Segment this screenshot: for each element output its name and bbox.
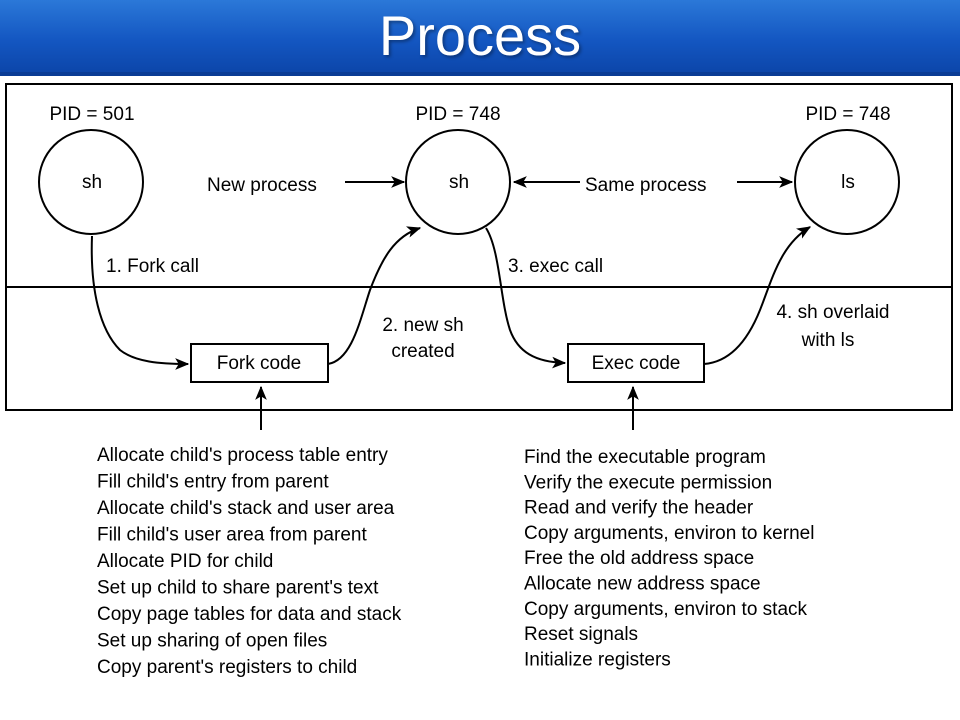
process-circle-1 [38,129,144,235]
fork-step-4: Fill child's user area from parent [97,525,367,546]
fork-step-6: Set up child to share parent's text [97,578,379,599]
pid-label-2: PID = 748 [415,104,500,125]
overlaid-label-1: 4. sh overlaid [776,302,889,323]
exec-step-1: Find the executable program [524,447,766,468]
exec-call-label: 3. exec call [508,256,603,277]
exec-step-9: Initialize registers [524,649,671,670]
new-process-label: New process [207,175,317,196]
fork-step-3: Allocate child's stack and user area [97,498,395,519]
exec-step-5: Free the old address space [524,548,754,569]
new-sh-label-2: created [391,341,454,362]
fork-call-label: 1. Fork call [106,256,199,277]
overlaid-label-2: with ls [801,330,855,351]
exec-step-2: Verify the execute permission [524,472,772,493]
exec-step-8: Reset signals [524,624,638,645]
pid-label-1: PID = 501 [49,104,134,125]
process-circle-3 [794,129,900,235]
fork-step-7: Copy page tables for data and stack [97,604,402,625]
exec-step-6: Allocate new address space [524,574,761,595]
process-name-2: sh [449,172,469,193]
exec-call-arrow [485,227,567,369]
fork-step-2: Fill child's entry from parent [97,472,329,493]
exec-code-label: Exec code [592,353,681,374]
slide-title: Process [378,4,582,67]
title-bar: Process [0,0,960,76]
overlaid-arrow [703,226,811,365]
process-name-1: sh [82,172,102,193]
fork-step-9: Copy parent's registers to child [97,657,357,678]
same-process-label: Same process [585,175,706,196]
exec-step-4: Copy arguments, environ to kernel [524,523,814,544]
fork-step-8: Set up sharing of open files [97,631,327,652]
diagram-frame [5,83,953,411]
process-name-3: ls [841,172,855,193]
new-sh-arrow [327,226,422,365]
exec-step-3: Read and verify the header [524,498,754,519]
fork-step-5: Allocate PID for child [97,551,273,572]
process-circle-2 [405,129,511,235]
fork-call-arrow [90,235,190,370]
exec-step-7: Copy arguments, environ to stack [524,599,808,620]
fork-code-box [190,343,329,383]
fork-code-label: Fork code [217,353,301,374]
fork-steps-list: Allocate child's process table entryFill… [97,445,402,678]
fork-step-1: Allocate child's process table entry [97,445,388,466]
new-sh-label-1: 2. new sh [382,315,463,336]
pid-label-3: PID = 748 [805,104,890,125]
